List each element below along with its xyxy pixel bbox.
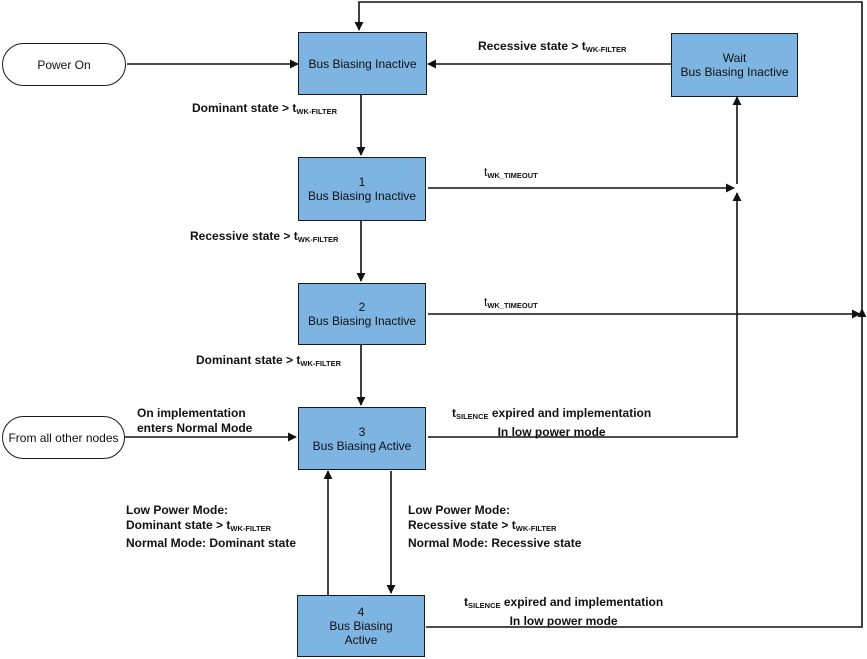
label-wait-to-state-0: Recessive state > tWK-FILTER	[478, 39, 627, 54]
wait-label: Bus Biasing Inactive	[680, 65, 789, 79]
arrow-state-4-silence	[426, 308, 867, 628]
state-1-number: 1	[358, 175, 366, 189]
state-box-wait: Wait Bus Biasing Inactive	[671, 33, 798, 97]
state-4-label-a: Bus Biasing	[329, 619, 393, 633]
state-3-label: Bus Biasing Active	[312, 438, 412, 453]
label-state-3-silence: tSILENCE expired and implementation In l…	[452, 406, 652, 439]
state-box-1: 1 Bus Biasing Inactive	[298, 157, 426, 221]
wait-title: Wait	[722, 51, 747, 65]
state-2-number: 2	[358, 300, 366, 314]
power-on-label: Power On	[37, 57, 91, 72]
state-box-0: Bus Biasing Inactive	[298, 32, 427, 95]
arrow-return-to-state-0	[354, 1, 863, 309]
state-box-2: 2 Bus Biasing Inactive	[298, 283, 426, 345]
state-box-4: 4 Bus Biasing Active	[297, 595, 425, 657]
label-state-1-to-state-2: Recessive state > tWK-FILTER	[190, 229, 339, 244]
power-on-node: Power On	[2, 43, 126, 86]
state-3-number: 3	[358, 424, 366, 439]
state-1-label: Bus Biasing Inactive	[307, 189, 417, 203]
label-normal-mode: On implementation enters Normal Mode	[137, 406, 253, 435]
all-nodes-node: From all other nodes	[2, 416, 125, 459]
label-state-2-to-state-3: Dominant state > tWK-FILTER	[196, 353, 342, 368]
state-0-label: Bus Biasing Inactive	[308, 56, 417, 71]
label-state-4-to-state-3: Low Power Mode: Dominant state > tWK-FIL…	[126, 503, 297, 550]
arrow-state-3-silence	[428, 192, 742, 438]
state-4-label-b: Active	[344, 633, 378, 647]
state-2-label: Bus Biasing Inactive	[307, 314, 417, 328]
label-state-2-timeout: tWK_TIMEOUT	[484, 295, 538, 310]
state-4-number: 4	[357, 605, 365, 619]
label-state-1-timeout: tWK_TIMEOUT	[484, 165, 538, 180]
state-box-3: 3 Bus Biasing Active	[298, 407, 426, 470]
label-state-4-silence: tSILENCE expired and implementation In l…	[464, 595, 664, 628]
label-state-3-to-state-4: Low Power Mode: Recessive state > tWK-FI…	[408, 503, 582, 550]
label-state-0-to-state-1: Dominant state > tWK-FILTER	[192, 101, 338, 116]
all-nodes-label: From all other nodes	[8, 430, 119, 445]
